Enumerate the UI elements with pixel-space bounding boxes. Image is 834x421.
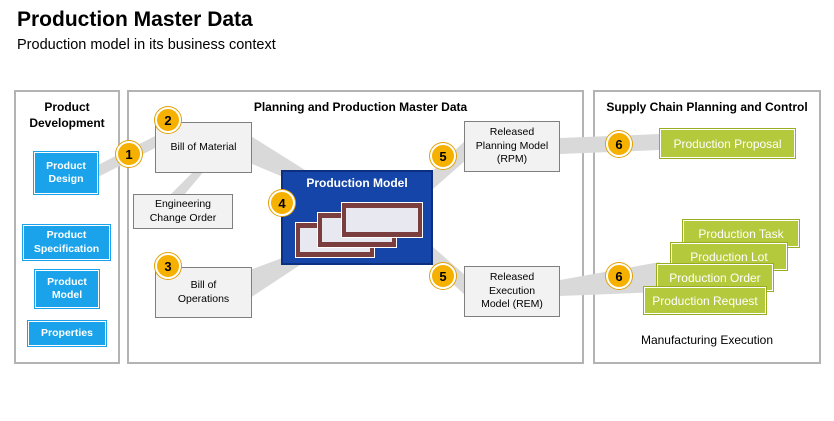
- step-5-rpm-badge: 5: [430, 143, 456, 169]
- supply-chain-title: Supply Chain Planning and Control: [606, 100, 808, 114]
- step-6-proposal-badge: 6: [606, 131, 632, 157]
- manufacturing-execution-label: Manufacturing Execution: [640, 333, 774, 347]
- engineering-change-order-box[interactable]: Engineering Change Order: [133, 194, 233, 229]
- step-1-badge: 1: [116, 141, 142, 167]
- product-design-box[interactable]: Product Design: [33, 151, 99, 195]
- connector-eco-to-bom: [170, 170, 205, 195]
- product-specification-box[interactable]: Product Specification: [22, 224, 111, 261]
- product-model-box[interactable]: Product Model: [34, 269, 100, 309]
- production-order-box[interactable]: Production Order: [656, 263, 774, 292]
- planning-title: Planning and Production Master Data: [253, 100, 468, 114]
- model-thumbnail-3: [341, 202, 423, 238]
- step-3-badge: 3: [155, 253, 181, 279]
- step-5-rem-badge: 5: [430, 263, 456, 289]
- step-6-execution-badge: 6: [606, 263, 632, 289]
- production-proposal-box[interactable]: Production Proposal: [659, 128, 796, 159]
- properties-box[interactable]: Properties: [27, 320, 107, 347]
- page-title: Production Master Data: [17, 8, 253, 31]
- step-4-badge: 4: [269, 190, 295, 216]
- product-development-title: Product Development: [29, 100, 105, 130]
- bill-of-operations-box[interactable]: Bill of Operations: [155, 267, 252, 318]
- production-model-box[interactable]: Production Model: [281, 170, 433, 265]
- rem-box[interactable]: Released Execution Model (REM): [464, 266, 560, 317]
- production-request-box[interactable]: Production Request: [643, 286, 767, 315]
- production-task-box[interactable]: Production Task: [682, 219, 800, 248]
- step-2-badge: 2: [155, 107, 181, 133]
- connector-bop-to-model: [250, 255, 300, 298]
- page-subtitle: Production model in its business context: [17, 37, 276, 53]
- connector-bom-to-model: [238, 128, 305, 182]
- production-model-label: Production Model: [306, 176, 408, 190]
- rpm-box[interactable]: Released Planning Model (RPM): [464, 121, 560, 172]
